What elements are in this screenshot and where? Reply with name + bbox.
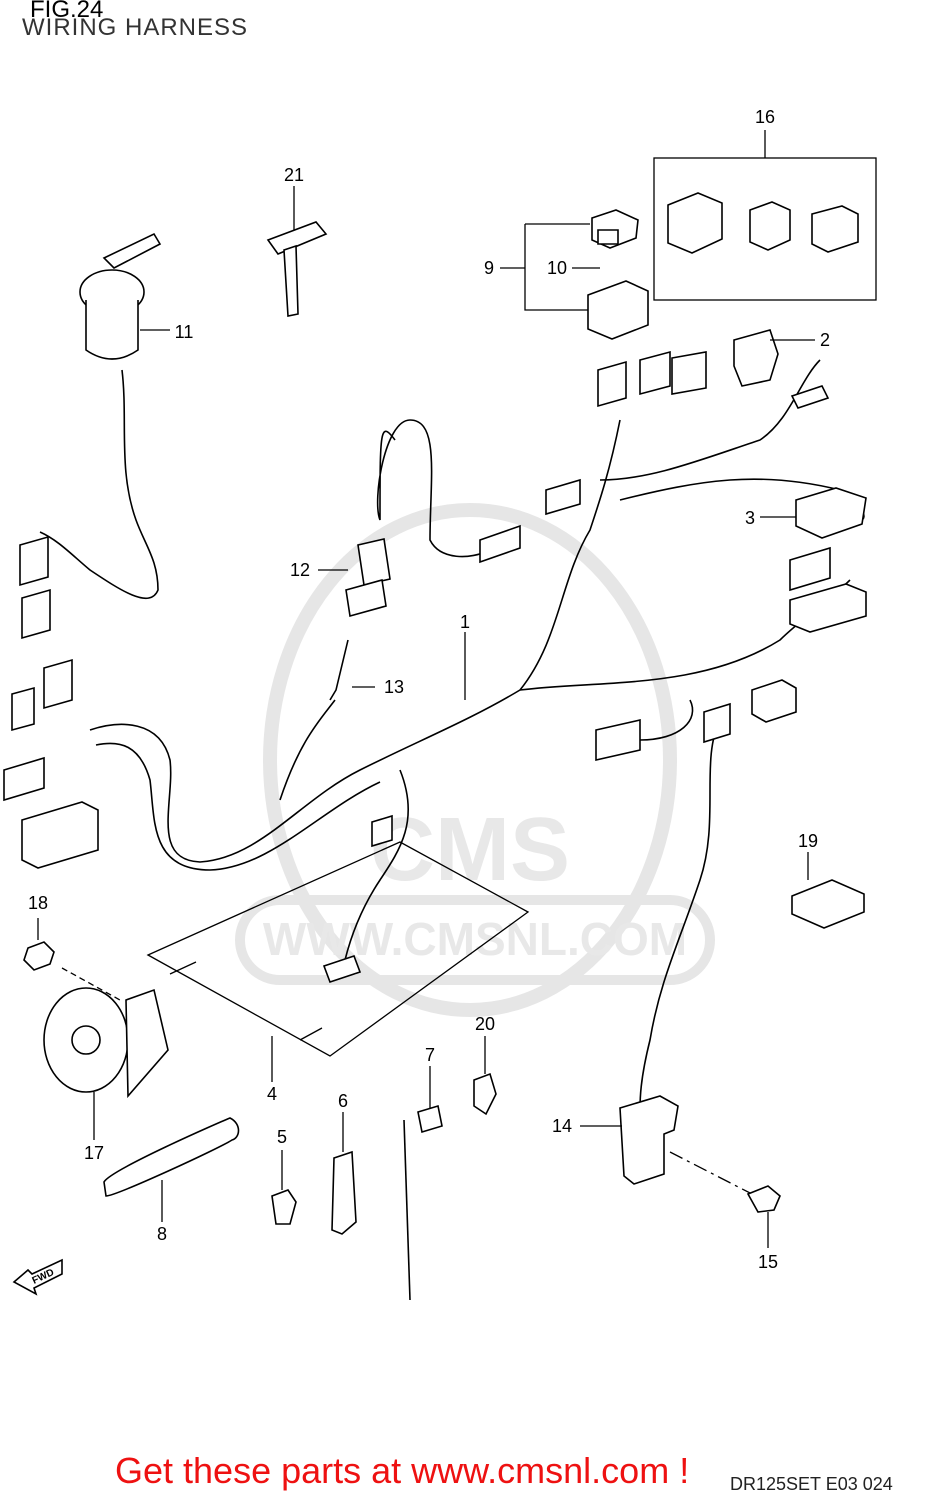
callout-12: 12 xyxy=(290,560,310,580)
callout-labels: 1 2 3 4 5 6 7 8 9 10 11 12 13 14 15 16 1… xyxy=(28,107,830,1272)
part-5-clamp[interactable] xyxy=(271,1150,297,1225)
part-19-pad[interactable] xyxy=(791,852,865,929)
cmsnl-watermark: CMS WWW.CMSNL.COM xyxy=(235,503,715,1017)
callout-18: 18 xyxy=(28,893,48,913)
part-4-plate[interactable] xyxy=(146,841,530,1082)
part-15-screw[interactable] xyxy=(746,1185,781,1248)
callout-6: 6 xyxy=(338,1091,348,1111)
part-6-bracket[interactable] xyxy=(331,1112,357,1235)
callout-10: 10 xyxy=(547,258,567,278)
watermark-brand: CMS xyxy=(370,800,570,900)
model-code: DR125SET E03 024 xyxy=(730,1474,893,1494)
part-20-clip[interactable] xyxy=(473,1036,497,1116)
fwd-arrow-icon: FWD xyxy=(12,1258,63,1296)
callout-7: 7 xyxy=(425,1045,435,1065)
callout-15: 15 xyxy=(758,1252,778,1272)
callout-21: 21 xyxy=(284,165,304,185)
figure-title: WIRING HARNESS xyxy=(22,14,249,41)
callout-19: 19 xyxy=(798,831,818,851)
callout-13: 13 xyxy=(384,677,404,697)
harness-connectors xyxy=(3,329,867,984)
part-18-bolt[interactable] xyxy=(23,918,55,971)
leader-lines xyxy=(760,339,815,518)
callout-14: 14 xyxy=(552,1116,572,1136)
callout-20: 20 xyxy=(475,1014,495,1034)
watermark-url: WWW.CMSNL.COM xyxy=(263,913,687,965)
part-7-cable-tie[interactable] xyxy=(403,1066,443,1301)
part-21-key[interactable] xyxy=(266,186,328,317)
callout-17: 17 xyxy=(84,1143,104,1163)
figure-number: FIG.24 xyxy=(30,0,104,23)
get-parts-link[interactable]: Get these parts at www.cmsnl.com ! xyxy=(115,1450,690,1491)
part-13-spring[interactable] xyxy=(279,639,375,801)
part-12-switch[interactable] xyxy=(318,538,391,618)
callout-1: 1 xyxy=(460,612,470,632)
callout-5: 5 xyxy=(277,1127,287,1147)
callout-8: 8 xyxy=(157,1224,167,1244)
callout-16: 16 xyxy=(755,107,775,127)
part-11-ignition-switch[interactable] xyxy=(39,232,170,600)
callout-9: 9 xyxy=(484,258,494,278)
part-14-switch[interactable] xyxy=(580,1095,753,1195)
part-1-main-harness[interactable] xyxy=(89,359,865,1111)
part-8-cable-guide[interactable] xyxy=(103,1117,240,1222)
callout-11: 11 xyxy=(175,322,194,342)
callout-4: 4 xyxy=(267,1084,277,1104)
callout-2: 2 xyxy=(820,330,830,350)
callout-3: 3 xyxy=(745,508,755,528)
part-16-connector-set[interactable] xyxy=(653,130,877,301)
part-9-relay[interactable] xyxy=(500,209,649,340)
part-17-horn[interactable] xyxy=(43,967,169,1140)
